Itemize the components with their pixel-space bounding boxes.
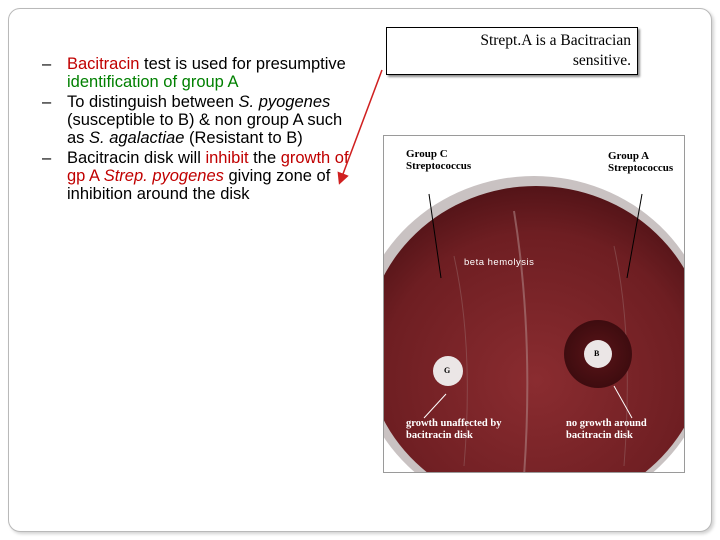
bullet-text-segment: giving zone of inhibition around the dis… xyxy=(67,167,331,203)
bullet-text-segment: growth of gp A xyxy=(67,149,349,185)
label-group-a: Group A Streptococcus xyxy=(608,150,674,174)
disk-left-label: G xyxy=(444,366,451,375)
bullet-dash: – xyxy=(42,55,52,73)
plate-illustration xyxy=(384,136,684,472)
bacitracin-disk-left xyxy=(433,356,463,386)
bullet-text-segment: Bacitracin xyxy=(67,55,140,73)
bullet-text-segment: identification of group A xyxy=(67,73,239,91)
callout-box: Strept.A is a Bacitracian sensitive. xyxy=(386,27,638,75)
bullet-text-segment: the xyxy=(248,149,281,167)
disk-right-label: B xyxy=(594,349,600,358)
bullet-text-segment: test is used for presumptive xyxy=(139,55,346,73)
bullet-text-segment: Bacitracin disk will xyxy=(67,149,206,167)
callout-line-1: Strept.A is a Bacitracian xyxy=(480,32,631,49)
bullet-item: – Bacitracin test is used for presumptiv… xyxy=(42,55,362,91)
label-growth-unaffected: growth unaffected by bacitracin disk xyxy=(406,418,502,441)
label-group-c: Group C Streptococcus xyxy=(406,148,472,172)
pointer-line xyxy=(428,193,442,279)
bullet-text-segment: S. agalactiae xyxy=(89,129,185,147)
bullet-text-segment: To distinguish between xyxy=(67,93,239,111)
pointer-line xyxy=(626,193,643,279)
bullet-text-segment: (susceptible to B) & non group A such as xyxy=(67,111,343,147)
label-beta-hemolysis: beta hemolysis xyxy=(464,257,535,268)
bullet-item: – To distinguish between S. pyogenes (su… xyxy=(42,93,362,147)
bullet-list: – Bacitracin test is used for presumptiv… xyxy=(42,55,362,205)
agar-surface xyxy=(384,186,684,472)
callout-line-2: sensitive. xyxy=(572,52,631,69)
bullet-dash: – xyxy=(42,149,52,167)
pointer-line xyxy=(423,393,447,419)
streak-line xyxy=(453,255,468,467)
bacitracin-disk-right xyxy=(584,340,612,368)
bullet-dash: – xyxy=(42,93,52,111)
bullet-text-segment: Strep. pyogenes xyxy=(103,167,224,185)
streak-line xyxy=(513,210,529,472)
bullet-item: – Bacitracin disk will inhibit the growt… xyxy=(42,149,362,203)
culture-plate-photo: Group C Streptococcus Group A Streptococ… xyxy=(383,135,685,473)
label-no-growth: no growth around bacitracin disk xyxy=(566,418,647,441)
bullet-text-segment: S. pyogenes xyxy=(238,93,331,111)
pointer-line xyxy=(613,385,633,419)
bullet-text-segment: (Resistant to B) xyxy=(184,129,303,147)
bullet-text-segment: inhibit xyxy=(205,149,249,167)
